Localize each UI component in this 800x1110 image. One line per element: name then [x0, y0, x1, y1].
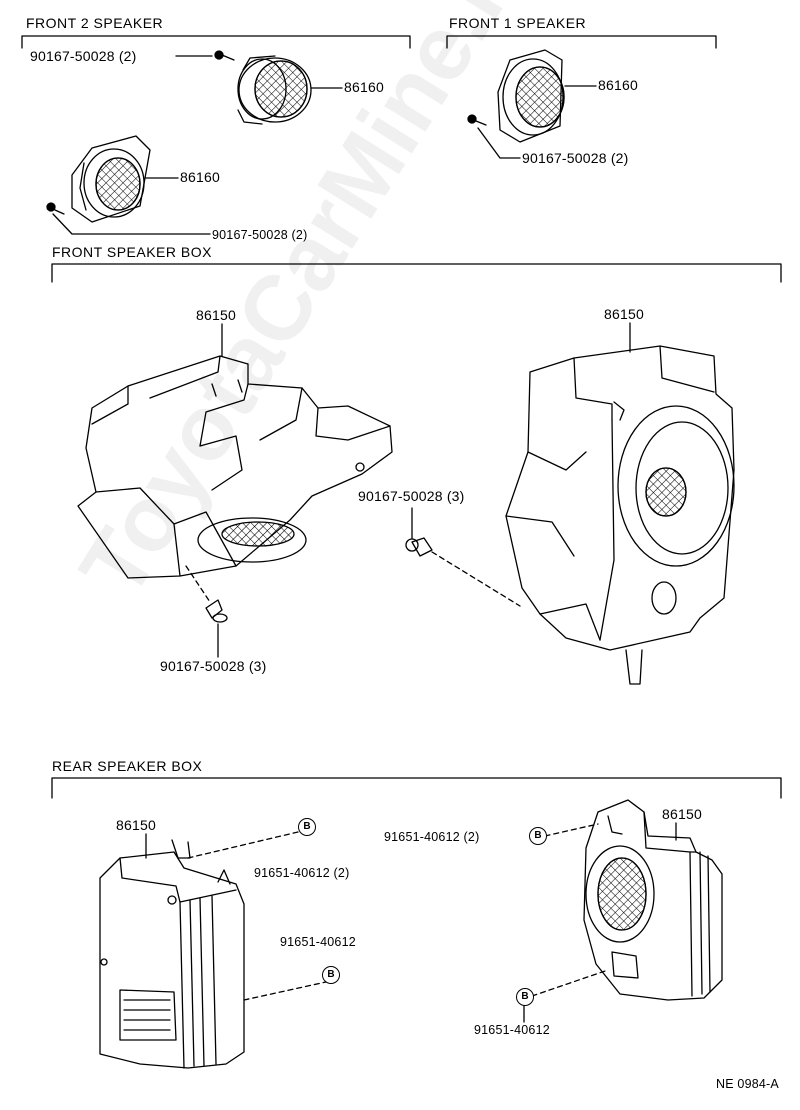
front-box-right	[505, 345, 735, 685]
section-title-front-box: FRONT SPEAKER BOX	[52, 244, 212, 260]
front2-speaker-lower	[71, 135, 151, 223]
part-label-screw-front-box-left: 90167-50028 (3)	[160, 658, 267, 674]
bolt-marker-b-icon: B	[516, 988, 534, 1006]
section-title-front2: FRONT 2 SPEAKER	[26, 15, 164, 31]
front-box-left-screw	[205, 599, 228, 623]
front-box-right-screw	[405, 537, 433, 557]
part-label-bolt-rear-right-top: 91651-40612 (2)	[384, 830, 480, 844]
rear-box-right	[583, 799, 723, 1001]
front-box-left	[77, 355, 393, 579]
bolt-marker-b-icon: B	[529, 827, 547, 845]
part-label-speaker-f1: 86160	[598, 77, 638, 93]
part-label-speaker-f2-bottom: 86160	[180, 169, 220, 185]
part-label-screw-f2-top: 90167-50028 (2)	[30, 48, 137, 64]
rear-box-left	[99, 839, 245, 1069]
part-label-speaker-f2-top: 86160	[344, 79, 384, 95]
part-label-rear-box-right: 86150	[662, 806, 702, 822]
front2-speaker-upper	[237, 55, 312, 125]
part-label-bolt-rear-left-bottom: 91651-40612	[280, 935, 356, 949]
part-label-rear-box-left: 86150	[116, 817, 156, 833]
part-label-bolt-rear-right-bottom: 91651-40612	[474, 1023, 550, 1037]
section-bracket-front1	[446, 35, 717, 49]
section-bracket-rear-box	[51, 777, 782, 799]
part-label-front-box-left: 86150	[196, 307, 236, 323]
part-label-screw-front-box-right: 90167-50028 (3)	[358, 488, 465, 504]
section-bracket-front2	[21, 35, 411, 49]
front1-screw	[467, 114, 487, 126]
part-label-bolt-rear-left-top: 91651-40612 (2)	[254, 866, 350, 880]
section-bracket-front-box	[51, 263, 782, 283]
front2-screw-lower	[46, 202, 65, 215]
section-title-front1: FRONT 1 SPEAKER	[449, 15, 587, 31]
front2-screw-upper	[214, 50, 235, 61]
bolt-marker-b-icon: B	[322, 966, 340, 984]
front1-speaker	[497, 49, 565, 143]
bolt-marker-b-icon: B	[298, 818, 316, 836]
diagram-code: NE 0984-A	[716, 1077, 779, 1091]
section-title-rear-box: REAR SPEAKER BOX	[52, 758, 203, 774]
part-label-screw-f1: 90167-50028 (2)	[522, 150, 629, 166]
part-label-front-box-right: 86150	[604, 306, 644, 322]
part-label-screw-f2-bottom: 90167-50028 (2)	[212, 228, 308, 242]
